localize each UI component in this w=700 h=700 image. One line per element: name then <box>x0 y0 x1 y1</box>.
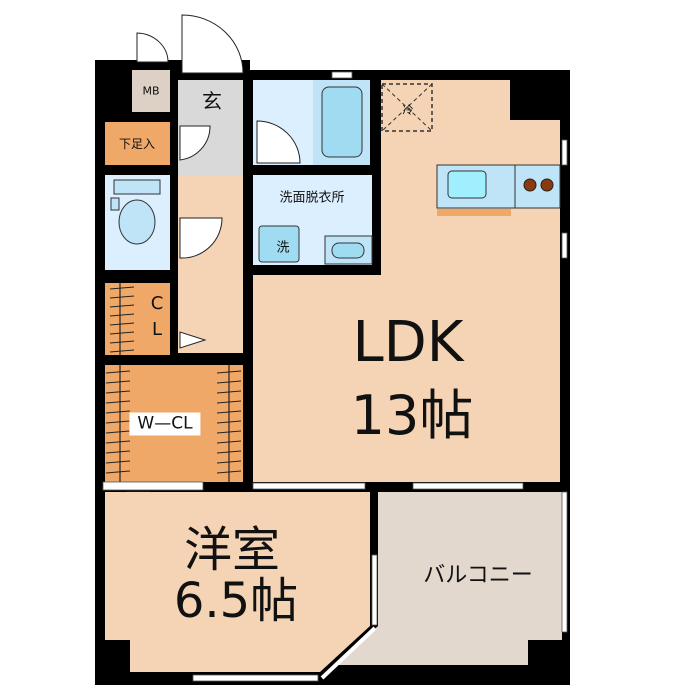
toilet-tank <box>113 179 161 195</box>
ac-label: 冷 <box>402 103 414 117</box>
mb-space <box>132 70 170 112</box>
hanger <box>216 400 242 404</box>
hanger <box>105 440 131 444</box>
hanger <box>105 470 131 474</box>
hanger <box>105 410 131 414</box>
balcony-label: バルコニー <box>423 563 533 588</box>
hanger <box>216 380 242 384</box>
hanger <box>105 420 131 424</box>
hanger <box>216 370 242 374</box>
kitchen-counter-edge <box>437 209 511 216</box>
hanger <box>105 370 131 374</box>
entrance-door[interactable] <box>181 14 244 74</box>
burner <box>540 178 554 192</box>
bathtub <box>321 86 363 158</box>
closet-label-l: L <box>151 319 163 340</box>
window <box>561 491 568 633</box>
window <box>192 674 319 682</box>
hanger <box>105 380 131 384</box>
window <box>252 482 366 490</box>
genkan-label: 玄 <box>202 89 222 113</box>
hanger <box>105 460 131 464</box>
shoe-storage-label: 下足入 <box>118 137 156 151</box>
hanger <box>109 295 135 299</box>
hanger <box>216 460 242 464</box>
hanger <box>216 430 242 434</box>
hanger <box>216 410 242 414</box>
window <box>371 554 378 626</box>
hanger <box>109 322 135 326</box>
ldk-name-label: LDK <box>352 310 464 375</box>
window <box>331 71 353 79</box>
hanger <box>105 400 131 404</box>
hanger <box>109 340 135 344</box>
washroom-label: 洗面脱衣所 <box>279 190 345 206</box>
hanger <box>109 349 135 353</box>
shoe-storage-door[interactable] <box>179 125 211 161</box>
hanger <box>109 313 135 317</box>
bedroom-floor <box>105 492 370 672</box>
hanger <box>105 450 131 454</box>
hanger <box>216 440 242 444</box>
closet-door[interactable] <box>179 331 207 349</box>
toilet-paper <box>110 197 120 211</box>
walk-in-closet-label: W—CL <box>129 412 201 436</box>
hanger <box>105 390 131 394</box>
hanger <box>109 304 135 308</box>
balcony-floor <box>335 492 562 665</box>
hanger <box>216 390 242 394</box>
toilet-door[interactable] <box>179 217 223 259</box>
mb-label: MB <box>142 84 160 98</box>
window <box>412 482 524 490</box>
hangers <box>105 286 242 474</box>
window <box>561 139 568 166</box>
burner <box>523 178 537 192</box>
bedroom-name-label: 洋室 <box>183 522 281 578</box>
hanger <box>109 286 135 290</box>
toilet-bowl <box>118 199 156 245</box>
hanger <box>216 420 242 424</box>
closet-opening <box>102 481 204 491</box>
washer-label: 洗 <box>276 240 290 256</box>
bedroom-size-label: 6.5帖 <box>173 573 299 629</box>
shoe-storage <box>105 122 170 165</box>
window <box>561 232 568 259</box>
ldk-size-label: 13帖 <box>350 384 474 447</box>
hanger <box>216 470 242 474</box>
hanger <box>216 450 242 454</box>
air-conditioner-box <box>381 83 433 132</box>
mb-door[interactable] <box>136 32 169 63</box>
hanger <box>105 430 131 434</box>
closet-label-c: C <box>150 293 164 314</box>
bathroom-door[interactable] <box>256 120 301 164</box>
washing-machine <box>258 225 300 263</box>
kitchen-sink <box>447 170 487 199</box>
hanger <box>109 331 135 335</box>
vanity-sink <box>331 242 365 259</box>
corridor-floor <box>178 175 243 353</box>
windows <box>102 71 568 682</box>
